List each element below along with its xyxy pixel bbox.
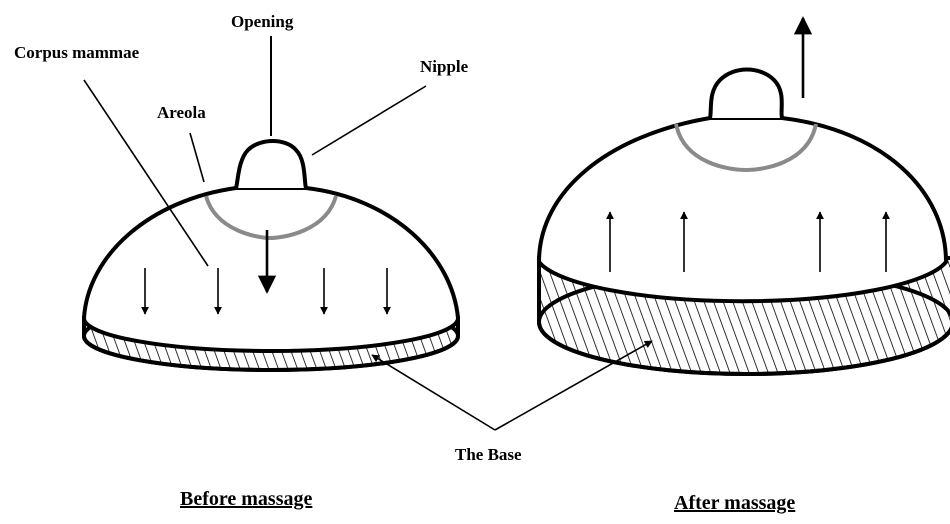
label-areola: Areola: [157, 104, 206, 121]
caption-before-massage: Before massage: [180, 489, 312, 509]
leader-base-left: [372, 355, 495, 430]
before-breast: [84, 141, 458, 370]
after-dome: [539, 118, 946, 301]
before-dome: [84, 188, 458, 351]
after-nipple: [710, 70, 782, 119]
leader-nipple: [312, 86, 426, 155]
before-nipple: [236, 141, 306, 188]
label-corpus-mammae: Corpus mammae: [14, 44, 139, 61]
caption-after-massage: After massage: [674, 493, 795, 513]
label-nipple: Nipple: [420, 58, 468, 75]
label-the-base: The Base: [455, 446, 522, 463]
label-opening: Opening: [231, 13, 293, 30]
leader-areola: [190, 133, 204, 182]
after-breast: [539, 18, 950, 374]
